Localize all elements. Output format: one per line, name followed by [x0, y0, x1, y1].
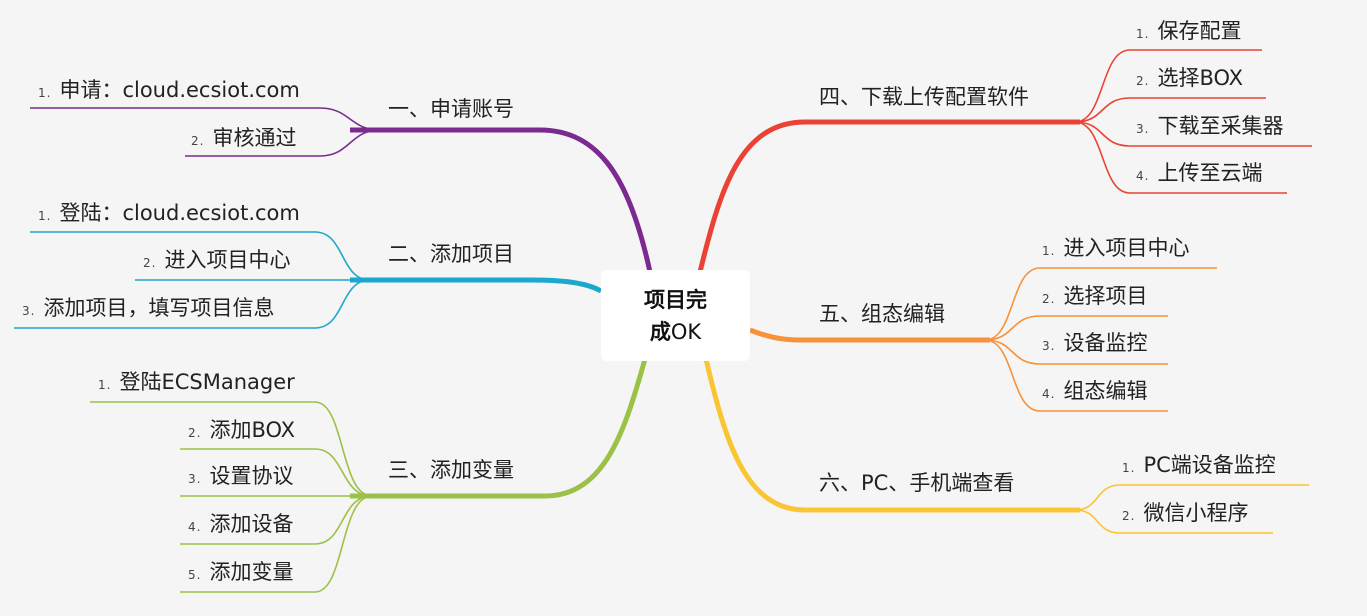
branch-5-label[interactable]: 五、组态编辑 [819, 302, 945, 326]
leaf-3-4[interactable]: 4.添加设备 [188, 512, 294, 536]
leaf-4-4[interactable]: 4.上传至云端 [1136, 161, 1263, 185]
link-6-1 [1074, 484, 1309, 511]
link-2-1 [30, 231, 371, 281]
link-5-2 [984, 315, 1168, 341]
leaf-3-2[interactable]: 2.添加BOX [188, 418, 296, 442]
trunk-2 [350, 277, 603, 294]
leaf-5-3[interactable]: 3.设备监控 [1042, 331, 1148, 355]
link-5-1 [984, 267, 1217, 341]
leaf-3-1[interactable]: 1.登陆ECSManager [98, 370, 295, 394]
link-3-4 [180, 495, 373, 545]
link-3-1 [90, 401, 373, 497]
link-3-2 [180, 448, 373, 497]
branch-2-label[interactable]: 二、添加项目 [388, 242, 514, 266]
leaf-5-4[interactable]: 4.组态编辑 [1042, 379, 1148, 403]
branch-2-connectors [14, 231, 603, 329]
link-4-1 [1074, 49, 1262, 123]
leaf-6-1[interactable]: 1.PC端设备监控 [1122, 453, 1276, 477]
leaf-1-2[interactable]: 2.审核通过 [191, 126, 297, 150]
trunk-5 [749, 327, 990, 343]
leaf-4-2[interactable]: 2.选择BOX [1136, 66, 1244, 90]
trunk-6 [703, 358, 1080, 513]
trunk-1 [350, 127, 653, 273]
branch-4-connectors [697, 49, 1312, 273]
leaf-2-2[interactable]: 2.进入项目中心 [143, 248, 291, 272]
trunk-3 [350, 358, 648, 499]
central-topic-line-1: 项目完 [644, 287, 707, 312]
leaf-5-2[interactable]: 2.选择项目 [1042, 284, 1148, 308]
branch-3-label[interactable]: 三、添加变量 [388, 458, 514, 482]
leaf-2-1[interactable]: 1.登陆：cloud.ecsiot.com [38, 201, 300, 225]
link-5-4 [984, 339, 1168, 412]
leaf-6-2[interactable]: 2.微信小程序 [1122, 501, 1249, 525]
trunk-4 [697, 119, 1080, 273]
central-topic[interactable]: 项目完 成OK [601, 270, 750, 361]
link-4-3 [1074, 121, 1312, 147]
branch-1-label[interactable]: 一、申请账号 [388, 97, 514, 121]
branch-6-label[interactable]: 六、PC、手机端查看 [819, 471, 1015, 495]
central-topic-line-2: 成OK [649, 319, 702, 344]
leaf-5-1[interactable]: 1.进入项目中心 [1042, 236, 1190, 260]
leaf-4-3[interactable]: 3.下载至采集器 [1136, 114, 1284, 138]
leaf-2-3[interactable]: 3.添加项目，填写项目信息 [22, 296, 275, 320]
link-4-2 [1074, 97, 1266, 123]
branch-6-connectors [703, 358, 1309, 534]
branch-1-connectors [30, 107, 653, 273]
leaf-3-3[interactable]: 3.设置协议 [188, 464, 294, 488]
link-5-3 [984, 339, 1168, 365]
branch-3-connectors [90, 358, 648, 593]
branch-4-label[interactable]: 四、下载上传配置软件 [819, 85, 1029, 109]
leaf-1-1[interactable]: 1.申请：cloud.ecsiot.com [38, 78, 300, 102]
link-6-2 [1074, 509, 1273, 534]
link-4-4 [1074, 121, 1287, 194]
branch-5-connectors [749, 267, 1217, 412]
link-3-5 [180, 495, 373, 593]
leaf-4-1[interactable]: 1.保存配置 [1136, 19, 1242, 43]
link-1-1 [30, 107, 381, 131]
link-2-3 [14, 279, 371, 329]
leaf-3-5[interactable]: 5.添加变量 [188, 560, 294, 584]
link-1-2 [185, 129, 381, 157]
